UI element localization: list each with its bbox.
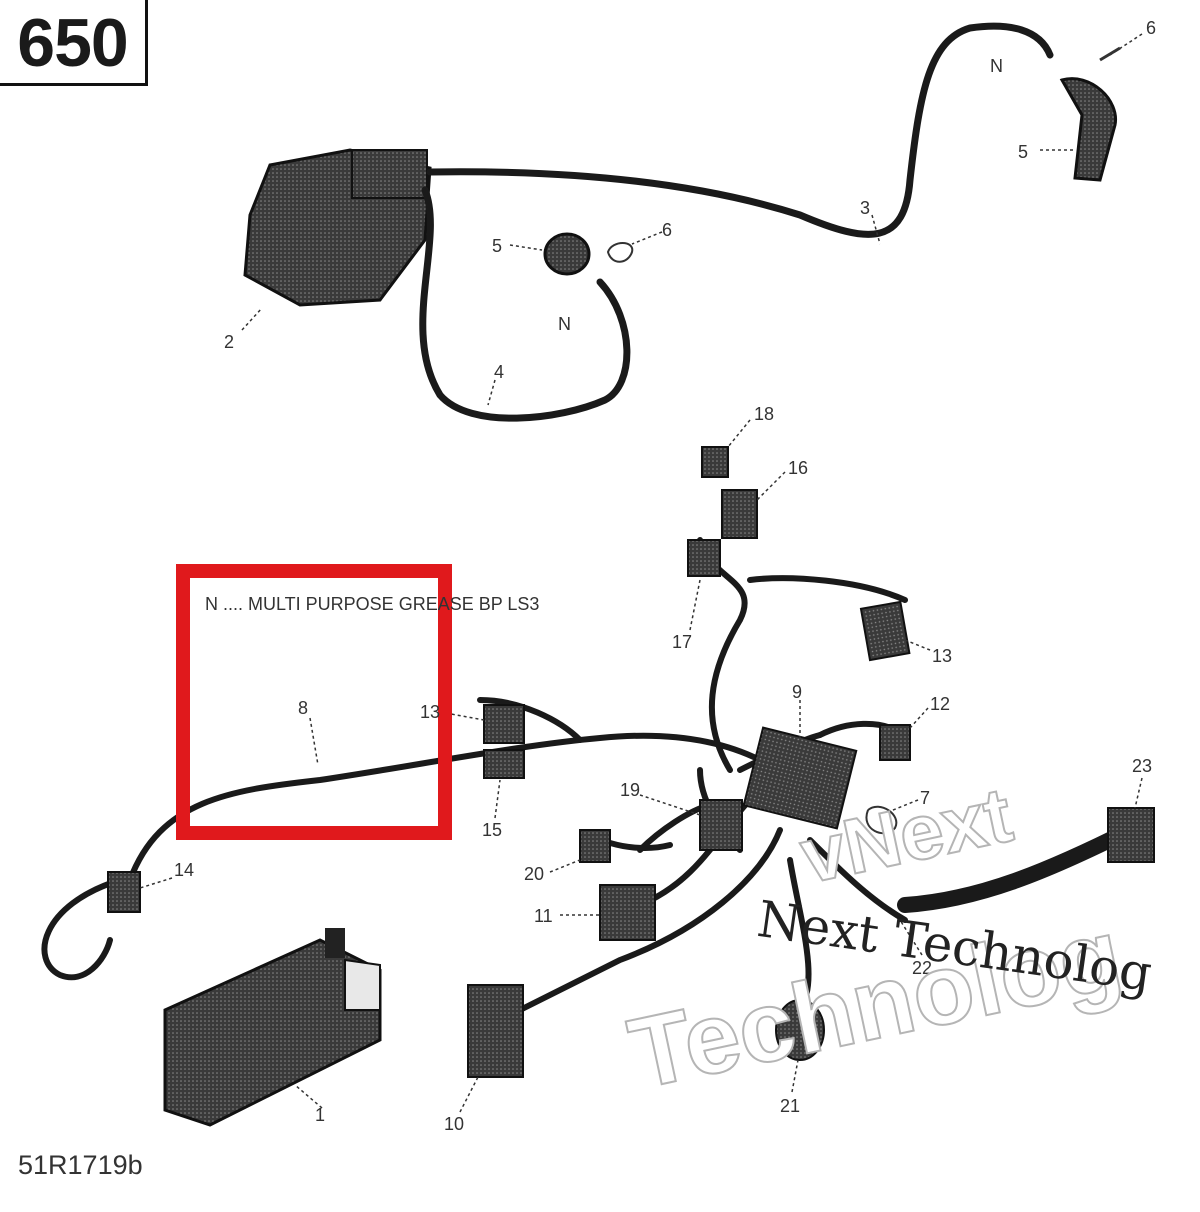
- callout-16[interactable]: 16: [788, 458, 809, 478]
- callout-1[interactable]: 1: [315, 1105, 326, 1125]
- model-label: 650: [0, 0, 148, 86]
- callout-12[interactable]: 12: [930, 694, 951, 714]
- grease-marker-mid: N: [558, 314, 571, 334]
- part-13-connector-right: [859, 600, 911, 662]
- callout-3[interactable]: 3: [860, 198, 871, 218]
- part-15-connector: [483, 749, 525, 779]
- callout-6-mid[interactable]: 6: [662, 220, 673, 240]
- callout-21[interactable]: 21: [780, 1096, 801, 1116]
- callout-6-top[interactable]: 6: [1146, 18, 1157, 38]
- callout-8[interactable]: 8: [298, 698, 309, 718]
- diagram-code: 51R1719b: [18, 1150, 143, 1180]
- callout-5-mid[interactable]: 5: [492, 236, 503, 256]
- part-18-connector: [701, 446, 729, 478]
- part-16-relay: [721, 489, 758, 539]
- part-23-connector: [1107, 807, 1155, 863]
- callout-23[interactable]: 23: [1132, 756, 1153, 776]
- callout-5-top[interactable]: 5: [1018, 142, 1029, 162]
- part-9-fusebox: [742, 726, 858, 830]
- part-5-connector-top: [1059, 77, 1117, 182]
- part-13-connector-left: [483, 704, 525, 744]
- part-7-clip: [865, 805, 898, 835]
- part-11-connector: [599, 884, 656, 941]
- callout-22[interactable]: 22: [912, 958, 933, 978]
- callout-9[interactable]: 9: [792, 682, 803, 702]
- part-10-connector: [467, 984, 524, 1078]
- part-6-clip-mid: [606, 242, 634, 263]
- part-1-ecu: [163, 928, 382, 1127]
- part-21-connector: [775, 999, 825, 1061]
- callout-4[interactable]: 4: [494, 362, 505, 382]
- highlight-box: [176, 564, 452, 840]
- wire-4: [419, 186, 631, 422]
- callout-13-left[interactable]: 13: [420, 702, 441, 722]
- callout-14[interactable]: 14: [174, 860, 195, 880]
- callout-18[interactable]: 18: [754, 404, 775, 424]
- part-5-connector-mid: [543, 232, 591, 276]
- harness-connectors: [107, 446, 1155, 1078]
- callout-7[interactable]: 7: [920, 788, 931, 808]
- callout-19[interactable]: 19: [620, 780, 641, 800]
- callout-20[interactable]: 20: [524, 864, 545, 884]
- callout-17[interactable]: 17: [672, 632, 693, 652]
- wire-22: [897, 822, 1138, 913]
- part-6-clip-top: [1099, 46, 1121, 62]
- callout-10[interactable]: 10: [444, 1114, 465, 1134]
- grease-note: N .... MULTI PURPOSE GREASE BP LS3: [205, 594, 540, 614]
- callout-13-right[interactable]: 13: [932, 646, 953, 666]
- part-20-connector: [579, 829, 611, 863]
- callout-15[interactable]: 15: [482, 820, 503, 840]
- callout-11[interactable]: 11: [534, 906, 553, 926]
- part-2-regulator: [243, 148, 432, 307]
- part-19-connector: [699, 799, 743, 851]
- part-12-connector: [879, 724, 911, 761]
- part-14-connector: [107, 871, 141, 913]
- wire-3: [426, 22, 1054, 238]
- leader-lines: [139, 33, 1143, 1113]
- part-17-connector: [687, 539, 721, 577]
- grease-marker-top: N: [990, 56, 1003, 76]
- callout-2[interactable]: 2: [224, 332, 235, 352]
